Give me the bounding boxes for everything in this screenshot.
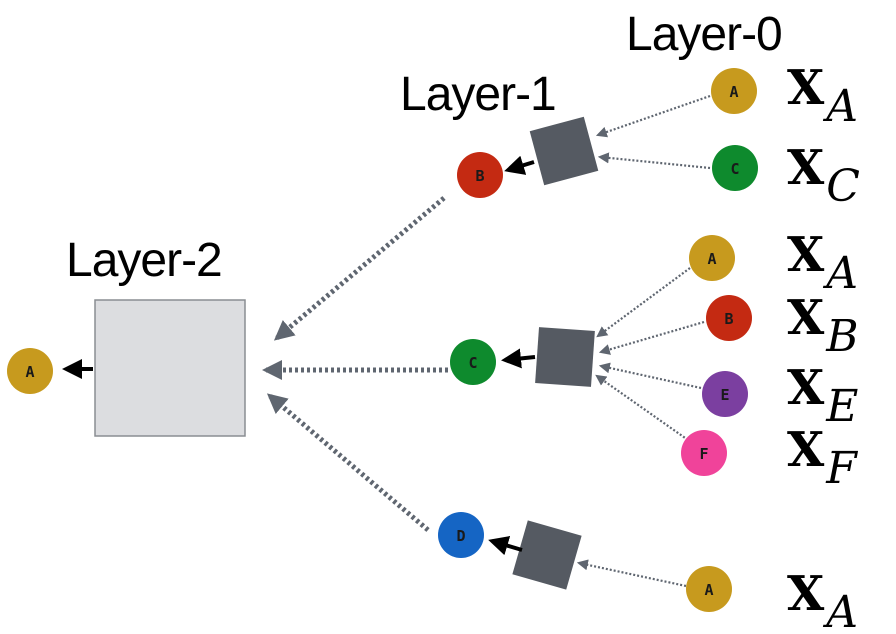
layer-1-node-d: D	[438, 512, 484, 558]
arrow-agg-c-to-c	[501, 348, 536, 369]
feature-subscript: A	[822, 81, 858, 132]
edge-c-to-agg-b	[597, 152, 711, 170]
node-circle	[450, 339, 496, 385]
node-circle	[706, 295, 752, 341]
feature-label-xb-c: XB	[787, 290, 859, 362]
edge-f-to-agg-c	[595, 374, 689, 441]
feature-label-xc-b: XC	[787, 140, 860, 212]
feature-subscript: A	[822, 248, 858, 299]
layer-1-aggregator-b	[529, 116, 599, 186]
node-circle	[702, 371, 748, 417]
node-label: C	[468, 354, 477, 372]
node-label: A	[704, 581, 713, 599]
node-circle	[712, 145, 758, 191]
layer-0-node-a-for-d: A	[686, 566, 732, 612]
feature-symbol: X	[787, 227, 825, 283]
feature-subscript: A	[822, 587, 858, 634]
edge-b-to-agg-c	[598, 320, 705, 355]
node-circle	[711, 68, 757, 114]
node-label: E	[720, 386, 729, 404]
feature-label-xa-b: XA	[787, 60, 858, 132]
layer-0-node-c-for-b: C	[712, 145, 758, 191]
node-label: C	[730, 160, 739, 178]
node-label: D	[456, 527, 465, 545]
layer-0-node-a-for-b: A	[711, 68, 757, 114]
feature-symbol: X	[787, 60, 825, 116]
node-circle	[7, 348, 53, 394]
feature-subscript: B	[825, 311, 858, 362]
layer-1-aggregator-d	[512, 520, 582, 590]
feature-symbol: X	[787, 566, 825, 622]
feature-symbol: X	[787, 140, 825, 196]
arrow-agg-b-to-b	[504, 155, 535, 175]
feature-subscript: F	[825, 443, 858, 494]
node-label: B	[475, 167, 484, 185]
edge-b-to-layer2	[273, 196, 446, 341]
layer-1-node-b: B	[457, 152, 503, 198]
feature-label-xe-c: XE	[787, 360, 858, 432]
node-label: F	[699, 445, 708, 463]
node-circle	[457, 152, 503, 198]
node-circle	[438, 512, 484, 558]
layer-2-aggregator-box	[94, 299, 246, 437]
layer-0-node-f-for-c: F	[681, 430, 727, 476]
edge-e-to-agg-c	[598, 362, 702, 390]
layer-2-label: Layer-2	[66, 234, 222, 287]
feature-label-xa-d: XA	[787, 566, 858, 634]
feature-symbol: X	[787, 360, 825, 416]
node-circle	[686, 566, 732, 612]
node-circle	[681, 430, 727, 476]
layer-0-node-b-for-c: B	[706, 295, 752, 341]
layer-1-aggregator-c	[535, 327, 595, 387]
layer-0-node-e-for-c: E	[702, 371, 748, 417]
feature-symbol: X	[787, 422, 825, 478]
feature-subscript: C	[826, 161, 860, 212]
feature-symbol: X	[787, 290, 825, 346]
layer-1-label: Layer-1	[400, 68, 556, 121]
node-label: A	[707, 250, 716, 268]
edge-a-to-agg-c	[596, 267, 691, 338]
node-label: A	[25, 363, 34, 381]
arrow-agg-d-to-d	[488, 536, 523, 556]
output-node-a: A	[7, 348, 53, 394]
feature-subscript: E	[825, 381, 858, 432]
node-label: A	[729, 83, 738, 101]
edge-a-to-agg-d	[576, 559, 687, 588]
node-label: B	[724, 310, 733, 328]
layer-0-node-a-for-c: A	[689, 235, 735, 281]
layer-1-node-c: C	[450, 339, 496, 385]
feature-label-xa-c: XA	[787, 227, 858, 299]
edge-d-to-layer2	[266, 393, 430, 532]
feature-label-xf-c: XF	[787, 422, 858, 494]
node-circle	[689, 235, 735, 281]
edge-a-to-agg-b	[595, 94, 711, 138]
layer-0-label: Layer-0	[626, 8, 782, 61]
